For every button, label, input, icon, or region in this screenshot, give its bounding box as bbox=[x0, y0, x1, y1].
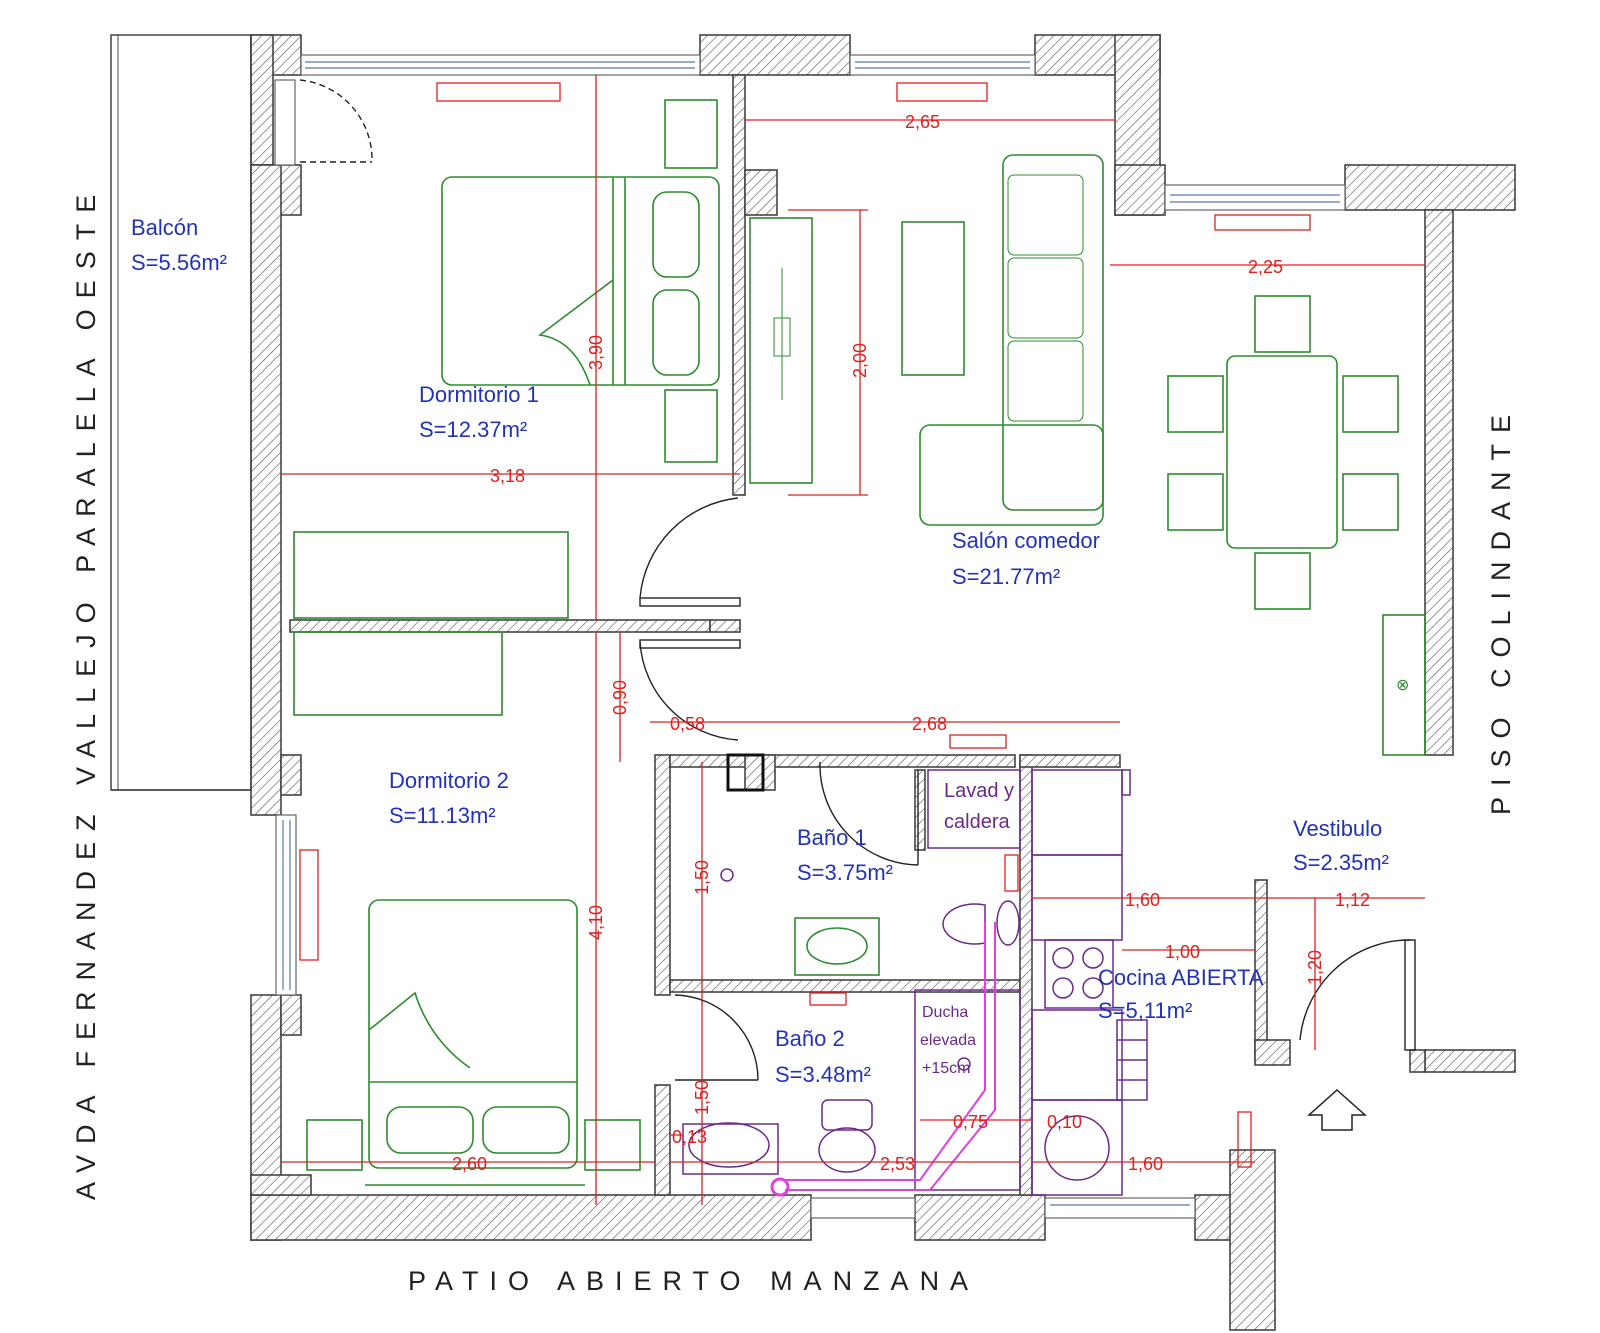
street-labels: AVDA FERNANDEZ VALLEJO PARALELA OESTE PI… bbox=[71, 184, 1516, 1296]
dim-1-20: 1,20 bbox=[1305, 950, 1325, 985]
room-name-bano-2: Baño 2 bbox=[775, 1026, 845, 1051]
dimension-labels: 2,65 2,25 3,90 2,00 3,18 0,90 0,58 2,68 … bbox=[452, 112, 1370, 1174]
dim-4-10: 4,10 bbox=[586, 905, 606, 940]
dim-0-90: 0,90 bbox=[610, 680, 630, 715]
dim-0-58: 0,58 bbox=[670, 714, 705, 734]
room-name-dormitorio-2: Dormitorio 2 bbox=[389, 768, 509, 793]
radiators bbox=[299, 82, 1311, 1168]
street-east: PISO COLINDANTE bbox=[1486, 404, 1516, 815]
dimension-lines bbox=[281, 75, 1425, 1205]
ducha-label-1: Ducha bbox=[922, 1004, 968, 1021]
dim-0-75: 0,75 bbox=[953, 1112, 988, 1132]
dim-3-90: 3,90 bbox=[586, 335, 606, 370]
ducha-label-3: +15cm bbox=[922, 1060, 970, 1077]
lavad-label-2: caldera bbox=[944, 811, 1010, 833]
room-area-dormitorio-2: S=11.13m² bbox=[389, 803, 496, 828]
dim-0-13: 0,13 bbox=[672, 1127, 707, 1147]
street-west: AVDA FERNANDEZ VALLEJO PARALELA OESTE bbox=[71, 184, 101, 1200]
dim-2-65: 2,65 bbox=[905, 112, 940, 132]
room-area-salon: S=21.77m² bbox=[952, 564, 1060, 589]
dim-2-68: 2,68 bbox=[912, 714, 947, 734]
dim-1-50-a: 1,50 bbox=[692, 860, 712, 895]
room-area-vestibulo: S=2.35m² bbox=[1293, 850, 1389, 875]
dim-1-60-b: 1,60 bbox=[1128, 1154, 1163, 1174]
dim-2-25: 2,25 bbox=[1248, 257, 1283, 277]
doors bbox=[299, 79, 1416, 1131]
room-name-dormitorio-1: Dormitorio 1 bbox=[419, 382, 539, 407]
dim-1-50-b: 1,50 bbox=[692, 1080, 712, 1115]
walls bbox=[250, 34, 1516, 1331]
dim-2-53: 2,53 bbox=[880, 1154, 915, 1174]
lavad-label-1: Lavad y bbox=[944, 780, 1014, 802]
dim-1-60-a: 1,60 bbox=[1125, 890, 1160, 910]
room-area-dormitorio-1: S=12.37m² bbox=[419, 417, 527, 442]
windows bbox=[274, 54, 1346, 1219]
room-name-salon: Salón comedor bbox=[952, 528, 1100, 553]
dim-1-12: 1,12 bbox=[1335, 890, 1370, 910]
dim-1-00: 1,00 bbox=[1165, 942, 1200, 962]
room-name-bano-1: Baño 1 bbox=[797, 825, 867, 850]
room-area-bano-2: S=3.48m² bbox=[775, 1062, 871, 1087]
furniture: ⊗ bbox=[293, 99, 1426, 1186]
dim-2-00: 2,00 bbox=[850, 343, 870, 378]
street-south: PATIO ABIERTO MANZANA bbox=[408, 1266, 979, 1296]
room-labels: Balcón S=5.56m² Dormitorio 1 S=12.37m² S… bbox=[131, 215, 1389, 1087]
room-area-bano-1: S=3.75m² bbox=[797, 860, 893, 885]
ducha-label-2: elevada bbox=[920, 1032, 976, 1049]
dim-2-60: 2,60 bbox=[452, 1154, 487, 1174]
dim-0-10: 0,10 bbox=[1047, 1112, 1082, 1132]
balcony bbox=[110, 34, 252, 791]
room-area-balcon: S=5.56m² bbox=[131, 250, 227, 275]
room-name-cocina: Cocina ABIERTA bbox=[1098, 965, 1264, 990]
room-name-balcon: Balcón bbox=[131, 215, 198, 240]
dim-3-18: 3,18 bbox=[490, 466, 525, 486]
room-name-vestibulo: Vestibulo bbox=[1293, 816, 1382, 841]
svg-text:⊗: ⊗ bbox=[1396, 675, 1409, 694]
room-area-cocina: S=5,11m² bbox=[1098, 998, 1192, 1023]
